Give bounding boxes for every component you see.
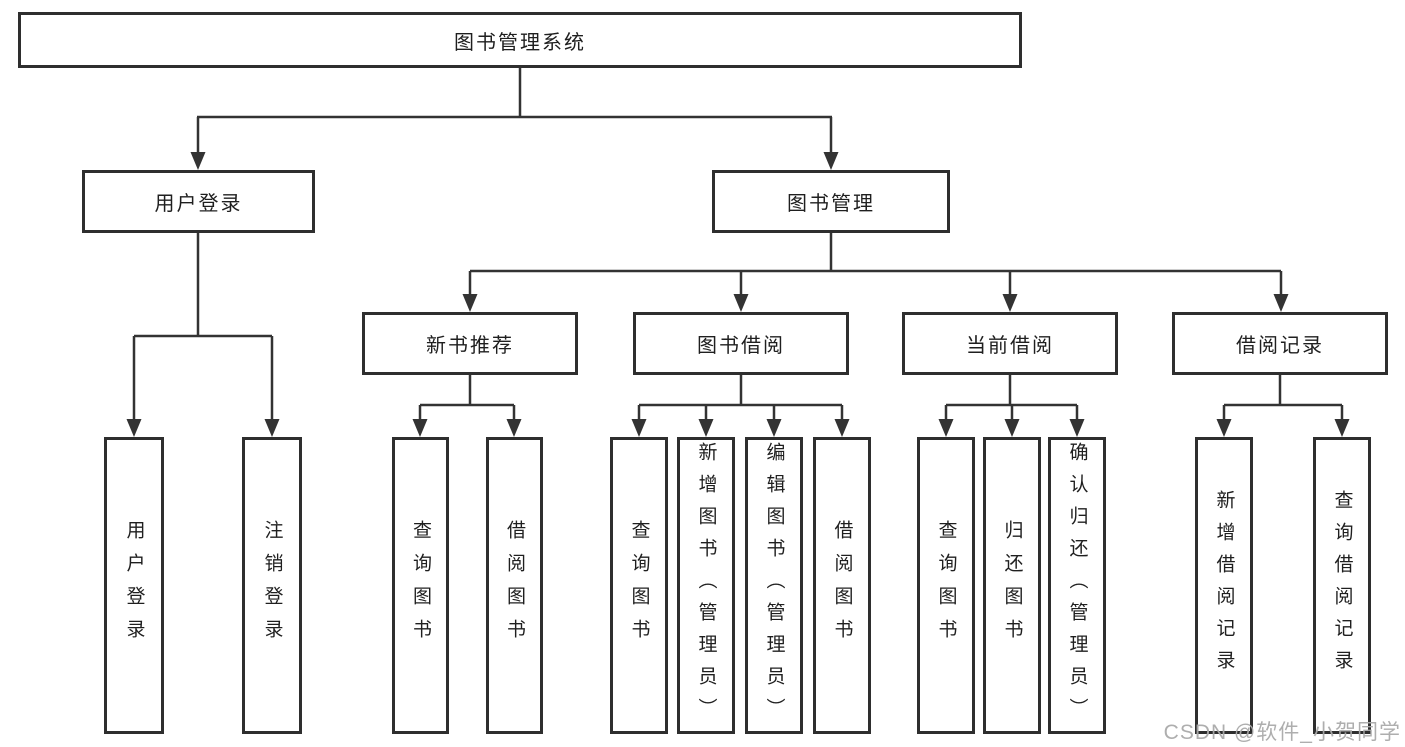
node-book-borrowing-label: 图书借阅 <box>697 335 785 357</box>
leaf-borrow-query-books: 查询图书 <box>610 437 668 734</box>
arrowheads <box>126 152 1350 437</box>
node-borrowing-records: 借阅记录 <box>1172 312 1388 375</box>
leaf-recommend-query-books: 查询图书 <box>392 437 449 734</box>
leaf-borrow-edit-books-admin-label: 编辑图书（管理员） <box>763 441 785 730</box>
leaf-recommend-borrow-books-label: 借阅图书 <box>504 519 525 652</box>
leaf-records-query-record-label: 查询借阅记录 <box>1331 489 1353 682</box>
node-book-management: 图书管理 <box>712 170 950 233</box>
leaf-current-return-books: 归还图书 <box>983 437 1041 734</box>
leaf-borrow-borrow-books: 借阅图书 <box>813 437 871 734</box>
node-current-borrowing: 当前借阅 <box>902 312 1118 375</box>
node-new-book-recommend: 新书推荐 <box>362 312 578 375</box>
leaf-recommend-borrow-books: 借阅图书 <box>486 437 543 734</box>
node-borrowing-records-label: 借阅记录 <box>1236 335 1324 357</box>
leaf-current-confirm-return-admin: 确认归还（管理员） <box>1048 437 1106 734</box>
leaf-current-return-books-label: 归还图书 <box>1001 519 1023 652</box>
node-user-login-label: 用户登录 <box>154 193 243 215</box>
leaf-records-add-record: 新增借阅记录 <box>1195 437 1253 734</box>
node-root-label: 图书管理系统 <box>454 31 586 54</box>
node-new-book-recommend-label: 新书推荐 <box>426 335 514 357</box>
node-root: 图书管理系统 <box>18 12 1022 68</box>
node-book-management-label: 图书管理 <box>787 193 875 215</box>
leaf-current-query-books-label: 查询图书 <box>935 519 957 652</box>
leaf-current-query-books: 查询图书 <box>917 437 975 734</box>
csdn-watermark: CSDN @软件_小贺同学 <box>1163 721 1401 744</box>
leaf-borrow-add-books-admin-label: 新增图书（管理员） <box>695 441 717 730</box>
leaf-borrow-query-books-label: 查询图书 <box>628 519 650 652</box>
leaf-current-confirm-return-admin-label: 确认归还（管理员） <box>1066 441 1088 730</box>
leaf-borrow-borrow-books-label: 借阅图书 <box>831 519 853 652</box>
leaf-logout-login: 注销登录 <box>242 437 302 734</box>
leaf-user-login: 用户登录 <box>104 437 164 734</box>
leaf-records-add-record-label: 新增借阅记录 <box>1213 489 1235 682</box>
leaf-records-query-record: 查询借阅记录 <box>1313 437 1371 734</box>
node-current-borrowing-label: 当前借阅 <box>966 335 1054 357</box>
node-user-login: 用户登录 <box>82 170 315 233</box>
leaf-logout-login-label: 注销登录 <box>261 519 283 652</box>
leaf-recommend-query-books-label: 查询图书 <box>410 519 431 652</box>
leaf-user-login-label: 用户登录 <box>123 519 145 652</box>
leaf-borrow-add-books-admin: 新增图书（管理员） <box>677 437 735 734</box>
leaf-borrow-edit-books-admin: 编辑图书（管理员） <box>745 437 803 734</box>
node-book-borrowing: 图书借阅 <box>633 312 849 375</box>
